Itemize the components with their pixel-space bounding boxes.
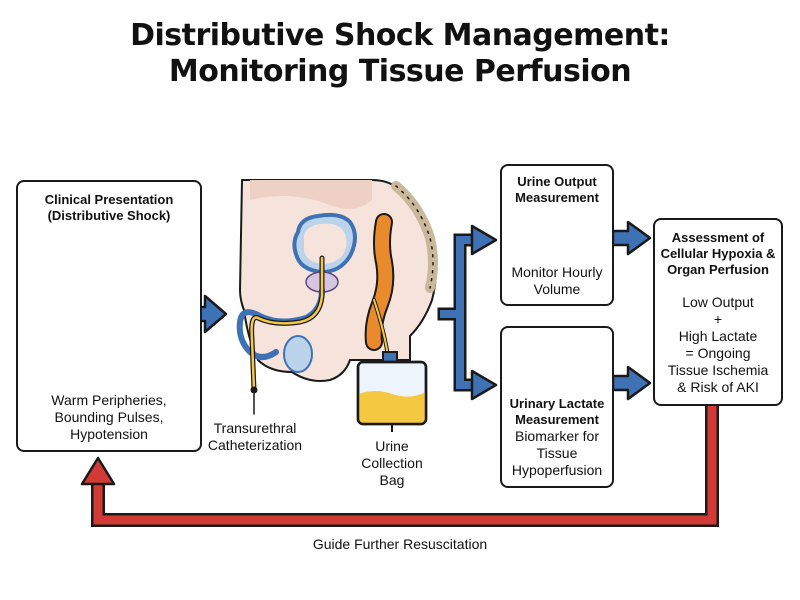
diagram-title: Distributive Shock Management: Monitorin… [0, 18, 800, 90]
clinical-heading-line-2: (Distributive Shock) [47, 208, 171, 223]
urine-output-heading-line-2: Measurement [515, 190, 599, 205]
arrow-lactate-to-assessment [611, 365, 652, 401]
lactate-heading-line-1: Urinary Lactate [509, 396, 605, 411]
urinary-lactate-box: Urinary Lactate Measurement Biomarker fo… [500, 326, 614, 488]
urine-bag-icon [356, 351, 428, 432]
bag-label: Urine Collection Bag [352, 438, 432, 489]
lactate-heading-line-2: Measurement [515, 412, 599, 427]
assessment-heading-line-1: Assessment of [671, 230, 765, 245]
clinical-heading: Clinical Presentation (Distributive Shoc… [18, 192, 200, 224]
assessment-body-line-1: Low Output [682, 294, 754, 310]
lactate-body-line-1: Biomarker for [514, 428, 600, 444]
assessment-body-line-5: Tissue Ischemia [667, 362, 769, 378]
lactate-heading: Urinary Lactate Measurement [502, 396, 612, 428]
bag-label-line-2: Collection [361, 455, 423, 471]
lactate-body: Biomarker for Tissue Hypoperfusion [502, 428, 612, 479]
assessment-heading-line-2: Cellular Hypoxia & [660, 246, 776, 261]
clinical-heading-line-1: Clinical Presentation [44, 192, 174, 207]
lactate-body-line-3: Hypoperfusion [511, 462, 603, 478]
urine-output-body-line-2: Volume [533, 281, 581, 297]
urine-output-box: Urine Output Measurement Monitor Hourly … [500, 164, 614, 306]
title-line-2: Monitoring Tissue Perfusion [168, 54, 632, 89]
arrow-branch [437, 224, 498, 401]
clinical-signs-line-2: Bounding Pulses, [54, 409, 164, 425]
assessment-box: Assessment of Cellular Hypoxia & Organ P… [653, 218, 783, 406]
urine-output-heading-line-1: Urine Output [517, 174, 597, 189]
clinical-presentation-box: Clinical Presentation (Distributive Shoc… [16, 180, 202, 452]
feedback-label: Guide Further Resuscitation [312, 536, 488, 552]
catheterization-anatomy-icon [236, 179, 438, 415]
urine-output-heading: Urine Output Measurement [502, 174, 612, 206]
bag-label-line-1: Urine [375, 438, 409, 454]
arrow-urine-to-assessment [611, 220, 652, 256]
assessment-body-line-6: & Risk of AKI [677, 379, 759, 395]
assessment-body-line-2: + [713, 311, 723, 327]
lactate-body-line-2: Tissue [536, 445, 578, 461]
bag-label-line-3: Bag [379, 472, 405, 488]
clinical-signs-line-3: Hypotension [70, 426, 148, 442]
assessment-body-line-3: High Lactate [678, 328, 758, 344]
assessment-body: Low Output + High Lactate = Ongoing Tiss… [655, 294, 781, 396]
clinical-signs-line-1: Warm Peripheries, [51, 392, 167, 408]
catheterization-label: Transurethral Catheterization [196, 420, 314, 454]
assessment-body-line-4: = Ongoing [685, 345, 751, 361]
catheterization-label-line-1: Transurethral [213, 420, 297, 436]
urine-output-body-line-1: Monitor Hourly [511, 264, 603, 280]
catheterization-label-line-2: Catheterization [207, 437, 303, 453]
feedback-arrow [80, 403, 719, 527]
urine-output-body: Monitor Hourly Volume [502, 264, 612, 298]
assessment-heading: Assessment of Cellular Hypoxia & Organ P… [655, 230, 781, 278]
assessment-heading-line-3: Organ Perfusion [667, 262, 769, 277]
clinical-signs: Warm Peripheries, Bounding Pulses, Hypot… [18, 392, 200, 443]
title-line-1: Distributive Shock Management: [130, 18, 670, 53]
